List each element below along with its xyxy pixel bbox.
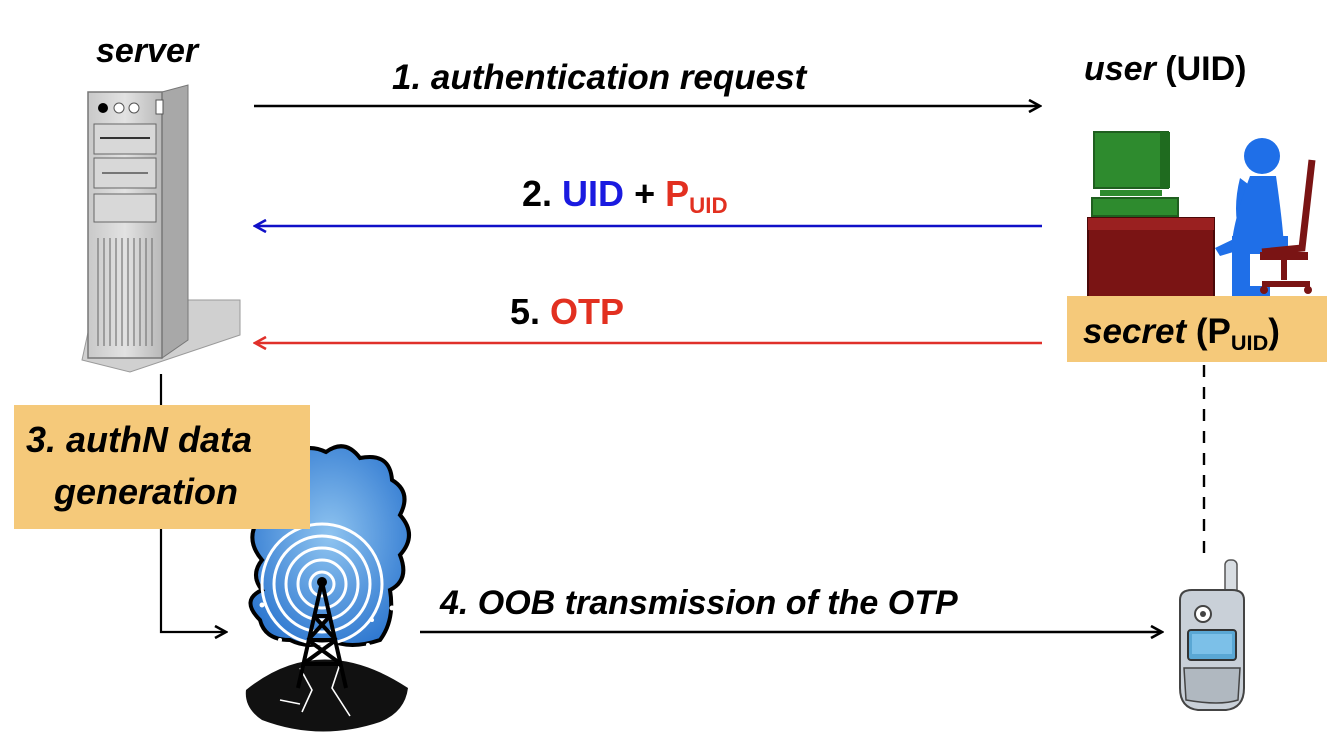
secret-label-close: ) — [1268, 312, 1280, 351]
user-label-italic: user — [1084, 50, 1156, 88]
step1-label: 1. authentication request — [392, 58, 807, 97]
mobile-phone-icon — [1179, 559, 1245, 711]
step3-box — [14, 405, 310, 529]
step5-otp: OTP — [550, 291, 625, 332]
secret-label-sub: UID — [1230, 329, 1269, 355]
secret-label-open: (P — [1195, 312, 1231, 351]
step5-prefix: 5. — [510, 291, 541, 332]
server-tower-icon — [81, 84, 241, 373]
step2-p-group: PUID — [665, 173, 727, 217]
step2-p-sub: UID — [689, 193, 728, 219]
secret-box — [1067, 296, 1327, 362]
server-label: server — [96, 32, 199, 70]
user-label: user (UID) — [1084, 52, 1246, 86]
step2-prefix: 2. — [522, 173, 553, 214]
step3-label-line2: generation — [54, 471, 239, 512]
step2-label: 2. UID + PUID — [522, 173, 728, 217]
step5-label: 5. OTP — [510, 294, 624, 330]
secret-label: secret (PUID) — [1083, 312, 1280, 353]
step4-label: 4. OOB transmission of the OTP — [440, 584, 958, 622]
step2-p: P — [665, 173, 690, 214]
arrow-step3-to-tower — [159, 529, 226, 632]
user-label-uid: (UID) — [1165, 50, 1247, 88]
step2-uid: UID — [562, 173, 625, 214]
step2-plus: + — [634, 173, 656, 214]
step3-label-line1: 3. authN data — [26, 419, 253, 460]
secret-label-italic: secret — [1083, 312, 1187, 351]
user-at-computer-icon — [1087, 131, 1316, 299]
